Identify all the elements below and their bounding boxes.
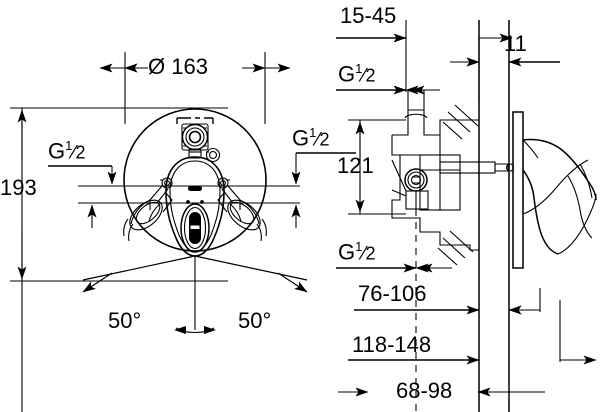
- dim-label-11: 11: [504, 31, 527, 56]
- thread-g-letter: G: [48, 138, 66, 164]
- thread-g-letter: G: [292, 125, 310, 151]
- fixing-lug-left: [123, 177, 173, 242]
- thread-numerator: 1: [309, 125, 317, 140]
- thread-label-side-upper: G1⁄2: [338, 62, 376, 85]
- thread-denominator: 2: [75, 142, 86, 163]
- dim-label-diameter-163: Ø 163: [148, 54, 208, 79]
- dim-label-121: 121: [337, 153, 374, 178]
- thread-denominator: 2: [365, 65, 376, 86]
- diverter-assembly: [176, 117, 221, 163]
- thread-g-letter: G: [338, 239, 356, 265]
- thread-g-letter: G: [338, 61, 356, 87]
- thread-slash: ⁄: [362, 65, 366, 87]
- thread-slash: ⁄: [316, 129, 320, 151]
- dim-label-76-106: 76-106: [358, 281, 427, 306]
- front-view-group: [123, 108, 267, 257]
- lever-handle-front: [165, 156, 225, 257]
- thread-numerator: 1: [355, 61, 363, 76]
- dim-label-68-98: 68-98: [396, 378, 453, 403]
- escutcheon-plate-side: [512, 111, 524, 269]
- thread-slash: ⁄: [72, 142, 76, 164]
- thread-denominator: 2: [319, 129, 330, 150]
- angle-arrow-right: [277, 272, 308, 293]
- angle-line-right: [194, 255, 308, 281]
- dim-label-angle-left: 50°: [108, 308, 142, 333]
- lever-handle-side: [522, 138, 597, 255]
- front-view-dimensions: [10, 52, 356, 412]
- thread-label-side-lower: G1⁄2: [338, 240, 376, 263]
- thread-slash: ⁄: [362, 243, 366, 265]
- thread-denominator: 2: [365, 243, 376, 264]
- valve-body-side: [391, 90, 515, 266]
- thread-numerator: 1: [355, 239, 363, 254]
- angle-arrow-left: [82, 272, 113, 293]
- escutcheon-circle: [123, 108, 267, 252]
- thread-label-front-left: G1⁄2: [48, 139, 86, 162]
- dim-label-118-148: 118-148: [352, 332, 432, 357]
- side-view-dimensions: [336, 20, 597, 412]
- thread-numerator: 1: [65, 138, 73, 153]
- thread-label-front-right: G1⁄2: [292, 126, 330, 149]
- dim-label-angle-right: 50°: [238, 308, 272, 333]
- angle-line-left: [82, 255, 196, 281]
- dim-label-193: 193: [0, 175, 37, 200]
- dim-label-15-45: 15-45: [340, 3, 397, 28]
